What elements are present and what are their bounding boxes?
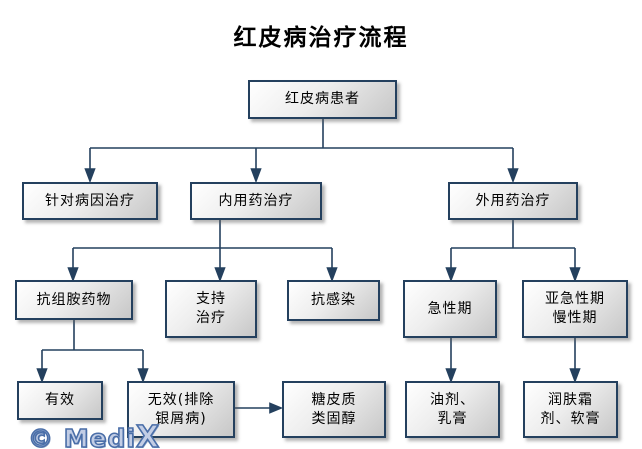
node-ineffective: 无效(排除 银屑病) [127,381,235,438]
node-patient: 红皮病患者 [248,80,397,119]
node-cause-treatment: 针对病因治疗 [22,182,158,220]
node-internal-medication: 内用药治疗 [190,182,322,220]
node-oil-cream: 油剂、 乳膏 [405,381,500,438]
node-glucocorticoid: 糖皮质 类固醇 [282,381,386,438]
node-supportive-care: 支持 治疗 [165,280,257,338]
page-title: 红皮病治疗流程 [233,25,409,51]
node-subacute-chronic-phase: 亚急性期 慢性期 [522,280,628,338]
node-acute-phase: 急性期 [403,280,497,338]
node-anti-infection: 抗感染 [287,280,380,321]
node-effective: 有效 [17,381,103,420]
medix-watermark-text: © Medi [27,423,137,449]
node-external-medication: 外用药治疗 [448,182,578,220]
node-moisturizer-ointment: 润肤霜 剂、软膏 [523,381,618,438]
medix-watermark-x: X [135,419,161,449]
medix-watermark: © MediX [27,419,161,449]
node-antihistamine: 抗组胺药物 [15,280,133,320]
